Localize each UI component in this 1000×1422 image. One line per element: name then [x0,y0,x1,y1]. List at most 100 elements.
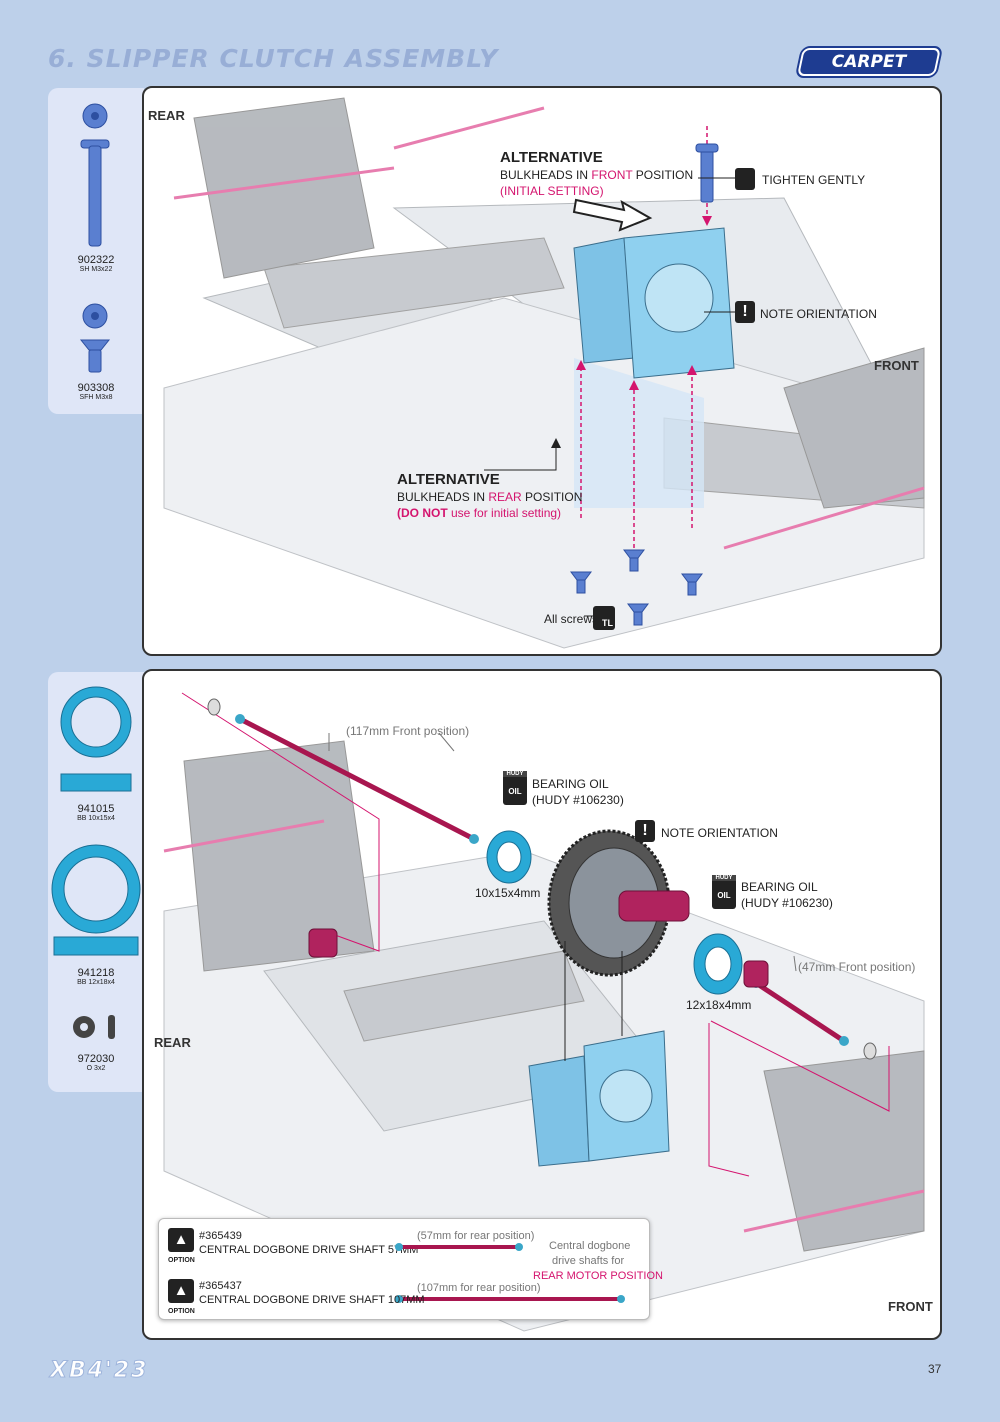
step2-panel: REAR FRONT (117mm Front position) HUDY O… [142,669,942,1340]
option-position: (57mm for rear position) [417,1230,535,1242]
option-label: OPTION [168,1257,195,1264]
front-label: FRONT [888,1299,933,1314]
bulkhead-bearing-bore [644,263,714,333]
bulkhead-bearing-bore [599,1069,653,1123]
bearing-size-label: 12x18x4mm [686,998,752,1012]
o-ring-part [207,698,221,716]
screw-illustrations [79,103,111,373]
model-logo: XB4'23 [49,1358,149,1384]
oil-icon: HUDY OIL [503,771,527,805]
sfh-screw-icon [681,573,703,596]
bearing-oil-ref: (HUDY #106230) [741,896,833,910]
part-number: 903308 [77,382,115,394]
options-illustration [395,1243,625,1303]
left-bulkhead [528,1055,590,1167]
alt-front-title: ALTERNATIVE [500,149,603,166]
dogbone-117mm [238,716,476,842]
thumbs-up-icon: ▲ [168,1279,194,1303]
leader-line [484,446,557,471]
sfh-screw-icon [570,571,592,594]
note-orientation-label: NOTE ORIENTATION [760,307,877,321]
carpet-badge-label: CARPET [831,52,907,72]
leader-line [793,955,797,972]
bearing-bore [704,946,732,982]
dogbone-guide [181,692,380,952]
dogbone-end-icon [395,1243,403,1251]
bearing-oil-ref: (HUDY #106230) [532,793,624,807]
bearing-oil-label: BEARING OIL [741,880,818,894]
part-description: SFH M3x8 [79,394,113,401]
options-box: ▲ OPTION #365439 CENTRAL DOGBONE DRIVE S… [158,1218,663,1320]
dogbone-end-icon [235,714,245,724]
option-code: #365437 [199,1280,242,1292]
o-ring-side-icon [108,1015,115,1039]
part-number: 941218 [77,967,115,979]
bearing-side-icon [53,936,139,956]
option-code: #365439 [199,1230,242,1242]
front-shock-tower [783,347,925,509]
screw-shank-icon [88,145,102,247]
assembly-guides [580,368,693,548]
alt-rear-line2: (DO NOT use for initial setting) [397,506,562,520]
option-name: CENTRAL DOGBONE DRIVE SHAFT 57MM [199,1244,419,1256]
shaft-front-label: (117mm Front position) [346,724,470,738]
alt-front-line1: BULKHEADS IN FRONT POSITION [500,168,694,182]
step1-panel: REAR FRONT ALTERNATIVE BULKHEADS IN FRON… [142,86,942,656]
page-title: 6. SLIPPER CLUTCH ASSEMBLY [48,44,499,73]
slipper-shaft [618,890,690,922]
bearing-bore-icon [70,696,122,748]
parts-list-step2: 941015 BB 10x15x4 941218 BB 12x18x4 9720… [48,672,144,1092]
sfh-screw-icon [623,549,645,572]
rear-diff-outdrive [308,928,338,958]
part-number: 972030 [77,1053,115,1065]
o-ring-hole-icon [80,1023,88,1031]
carpet-badge: CARPET [797,48,941,76]
linkage-rods [163,819,925,1233]
leader-arrow-icon [551,438,561,448]
bearing-oil-label: BEARING OIL [532,777,609,791]
part-description: BB 12x18x4 [77,979,115,986]
sfh-screw-icon [627,603,649,626]
bearing-bore-icon [63,856,129,922]
part-number: 941015 [77,803,115,815]
direction-arrow-icon [572,198,653,232]
option-note-line2: drive shafts for [552,1255,625,1267]
tighten-label: TIGHTEN GENTLY [762,173,866,187]
option-name: CENTRAL DOGBONE DRIVE SHAFT 107MM [199,1294,425,1306]
alt-rear-title: ALTERNATIVE [397,471,500,488]
page-number: 37 [928,1362,942,1376]
shaft-rear-label: (47mm Front position) [798,960,916,974]
thumbs-up-icon: ▲ [168,1228,194,1252]
dogbone-47mm [754,980,846,1044]
rear-label: REAR [148,108,185,123]
oil-icon: HUDY OIL [712,875,736,909]
step2-illustration [163,692,925,1332]
parts-list-step1: 902322 SH M3x22 903308 SFH M3x8 [48,88,144,414]
carbon-deck [343,950,585,1042]
hex-socket-icon [91,312,99,320]
option-label: OPTION [168,1308,195,1315]
carbon-deck [263,237,565,329]
all-screws-label: All screws [544,612,599,626]
note-orientation-label: NOTE ORIENTATION [661,826,778,840]
sh-screw-icon [700,145,714,203]
guide-arrow-icon [687,365,697,375]
guide-arrow-icon [576,360,586,370]
part-number: 902322 [77,254,115,266]
bearing-bore [496,841,522,873]
option-position: (107mm for rear position) [417,1282,541,1294]
guide-arrow-icon [702,216,712,226]
dogbone-end-icon [469,834,479,844]
chassis-base [163,297,925,649]
leader-line [328,732,455,752]
alt-rear-line1: BULKHEADS IN REAR POSITION [397,490,583,504]
front-diff-outdrive [743,960,769,988]
hex-socket-icon [91,112,99,120]
part-description: SH M3x22 [79,266,113,273]
sh-screw-head-icon [695,143,719,153]
center-area-highlight [574,358,704,508]
dogbone-end-icon [617,1295,625,1303]
bearing-illustrations [51,686,141,1039]
dogbone-end-icon [515,1243,523,1251]
dogbone-end-icon [395,1295,403,1303]
